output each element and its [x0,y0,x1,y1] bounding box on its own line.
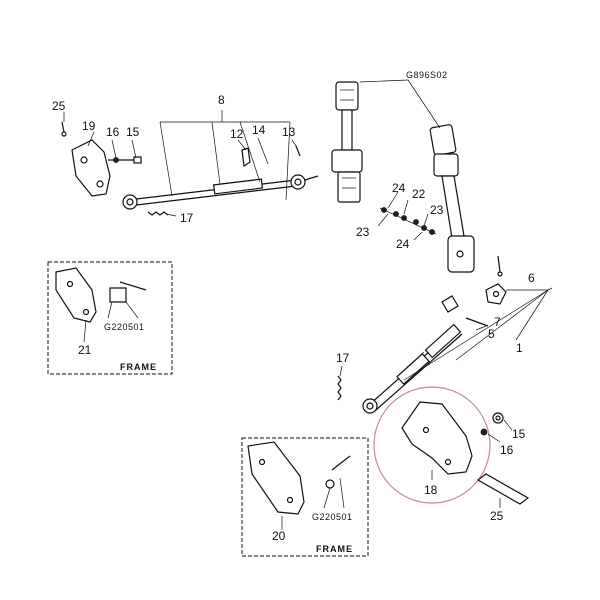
washer-15-16-bot [480,412,513,443]
rod-1 [362,323,463,414]
callout-14: 14 [252,123,266,137]
pin-25-bot [476,473,530,508]
part-code-top: G896S02 [406,70,448,80]
callout-17-top: 17 [180,211,194,225]
callout-16-bot: 16 [500,443,514,457]
callout-15-bot: 15 [512,427,526,441]
callout-18: 18 [424,483,438,497]
bracket-19 [71,139,111,197]
callout-7: 7 [494,315,501,329]
callout-13: 13 [282,125,296,139]
callout-25-top: 25 [52,99,66,113]
callout-23-a: 23 [430,203,444,217]
callout-12: 12 [230,127,244,141]
leaders-lower-right [339,287,553,381]
pin-13 [295,145,301,157]
callout-24-a: 24 [392,181,406,195]
callout-15-top: 15 [126,125,140,139]
callout-20: 20 [272,529,286,543]
rod-8 [122,178,297,210]
inset-lower-code: G220501 [312,512,353,522]
inset-lower-frame-label: FRAME [316,544,353,554]
highlight-circle [373,386,491,504]
bolt-16-15-top [108,156,142,164]
callout-6: 6 [528,271,535,285]
callout-23-b: 23 [356,225,370,239]
inset-lower [241,437,369,557]
plate-18 [401,401,473,480]
clip-12 [241,147,251,168]
leader-g896s02 [359,79,441,129]
callout-16-top: 16 [106,125,120,139]
hardware-22-23-24 [377,191,437,241]
spring-pin-17-top [147,211,169,216]
callout-5: 5 [488,327,495,341]
callout-24-b: 24 [396,237,410,251]
callout-21: 21 [78,343,92,357]
callout-1: 1 [516,341,523,355]
lift-link-left [331,81,363,203]
callout-25-bot: 25 [490,509,504,523]
callout-22: 22 [412,187,426,201]
spring-pin-17-mid [337,375,342,401]
callout-19: 19 [82,119,96,133]
lever-7 [441,295,489,327]
lift-link-right [429,124,475,273]
leaders-upper [63,110,297,217]
inset-upper-code: G220501 [104,322,145,332]
inset-upper-frame-label: FRAME [120,362,157,372]
callout-8: 8 [218,93,225,107]
inset-upper [47,261,173,375]
pivot-bracket-6 [485,255,507,305]
callout-17-mid: 17 [336,351,350,365]
rod-end-fitting [290,174,319,190]
pin-25-top [61,121,67,137]
